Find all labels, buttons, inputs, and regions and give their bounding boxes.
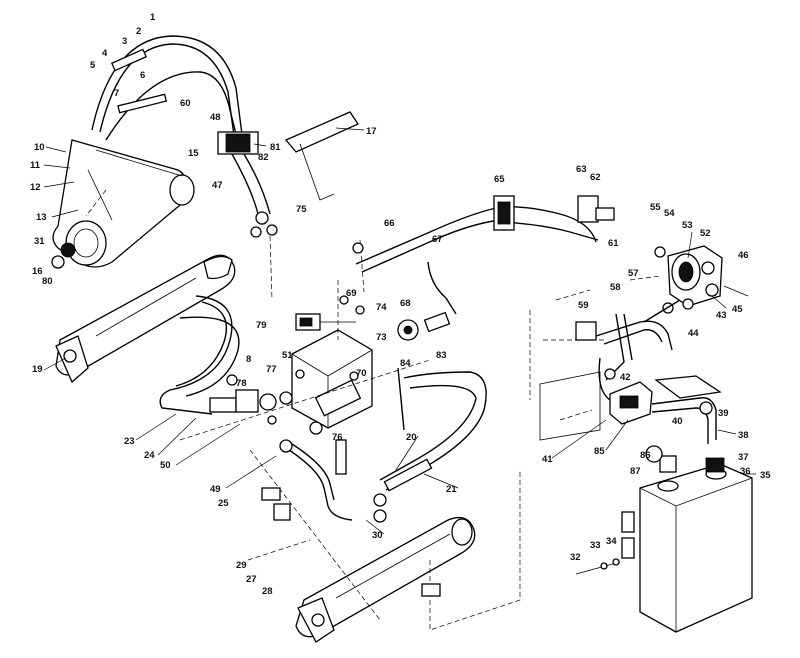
callout-43: 43 [716, 310, 727, 321]
callout-86: 86 [640, 450, 651, 461]
callout-28: 28 [262, 586, 273, 597]
callout-73: 73 [376, 332, 387, 343]
pump-motor [662, 245, 749, 314]
callout-45: 45 [732, 304, 743, 315]
callout-70: 70 [356, 368, 367, 379]
callout-30: 30 [372, 530, 383, 541]
callout-1: 1 [150, 12, 156, 23]
callout-84: 84 [400, 358, 411, 369]
top-hoses [91, 35, 245, 151]
callout-82: 82 [258, 152, 269, 163]
callout-76: 76 [332, 432, 343, 443]
callout-85: 85 [594, 446, 605, 457]
callout-35: 35 [760, 470, 771, 481]
hardware-and-leaders [85, 189, 666, 631]
callout-20: 20 [406, 432, 417, 443]
callout-46: 46 [738, 250, 749, 261]
callout-11: 11 [30, 160, 41, 171]
callout-40: 40 [672, 416, 683, 427]
hose-bundle-left [159, 295, 293, 415]
callout-41: 41 [542, 454, 553, 465]
callout-44: 44 [688, 328, 699, 339]
control-valve-block [291, 329, 373, 429]
callout-6: 6 [140, 70, 145, 81]
callout-13: 13 [36, 212, 47, 223]
callout-79: 79 [256, 320, 267, 331]
callout-58: 58 [610, 282, 621, 293]
callout-87: 87 [630, 466, 641, 477]
callout-61: 61 [608, 238, 619, 249]
callout-15: 15 [188, 148, 199, 159]
callout-10: 10 [34, 142, 45, 153]
callout-49: 49 [210, 484, 221, 495]
callout-12: 12 [30, 182, 41, 193]
callout-3: 3 [122, 36, 127, 47]
boom-cylinder-lower [295, 516, 476, 643]
callout-80: 80 [42, 276, 53, 287]
callout-7: 7 [114, 88, 119, 99]
callout-39: 39 [718, 408, 729, 419]
callout-74: 74 [376, 302, 387, 313]
callout-75: 75 [296, 204, 307, 215]
boom-cylinder-left [55, 254, 236, 384]
callout-17: 17 [366, 126, 377, 137]
callout-48: 48 [210, 112, 221, 123]
callout-83: 83 [436, 350, 447, 361]
callout-53: 53 [682, 220, 693, 231]
callout-77: 77 [266, 364, 277, 375]
callout-62: 62 [590, 172, 601, 183]
callout-42: 42 [620, 372, 631, 383]
callout-47: 47 [212, 180, 223, 191]
callout-24: 24 [144, 450, 155, 461]
callout-31: 31 [34, 236, 45, 247]
callout-65: 65 [494, 174, 505, 185]
hydraulic-tank [575, 455, 753, 633]
callout-16: 16 [32, 266, 43, 277]
callout-2: 2 [136, 26, 141, 37]
callout-69: 69 [346, 288, 357, 299]
callout-67: 67 [432, 234, 443, 245]
hoses-20-21 [379, 367, 487, 492]
callout-66: 66 [384, 218, 395, 229]
callout-52: 52 [700, 228, 711, 239]
callout-21: 21 [446, 484, 457, 495]
callout-25: 25 [218, 498, 229, 509]
bracket-top-center [217, 131, 278, 238]
hose-assy-right [575, 298, 694, 381]
callout-23: 23 [124, 436, 135, 447]
valve-assy-right [539, 357, 722, 444]
callout-37: 37 [738, 452, 749, 463]
callout-38: 38 [738, 430, 749, 441]
callout-55: 55 [650, 202, 661, 213]
callout-78: 78 [236, 378, 247, 389]
callout-54: 54 [664, 208, 675, 219]
hoses-66-67 [355, 195, 599, 315]
callout-60: 60 [180, 98, 191, 109]
callout-19: 19 [32, 364, 43, 375]
callout-51: 51 [282, 350, 293, 361]
callout-63: 63 [576, 164, 587, 175]
callout-27: 27 [246, 574, 257, 585]
cover-plate [284, 111, 359, 153]
callout-labels: 1 2 3 4 5 6 7 8 10 11 12 13 15 16 17 19 … [30, 12, 771, 597]
callout-81: 81 [270, 142, 281, 153]
callout-34: 34 [606, 536, 617, 547]
callout-36: 36 [740, 466, 751, 477]
callout-50: 50 [160, 460, 171, 471]
hose-center-lower [179, 359, 431, 621]
callout-68: 68 [400, 298, 411, 309]
fittings-68-84 [295, 311, 451, 341]
callout-57: 57 [628, 268, 639, 279]
callout-59: 59 [578, 300, 589, 311]
callout-8: 8 [246, 354, 251, 365]
callout-5: 5 [90, 60, 96, 71]
upper-cylinder [51, 139, 195, 269]
callout-33: 33 [590, 540, 601, 551]
callout-4: 4 [102, 48, 108, 59]
callout-29: 29 [236, 560, 247, 571]
callout-32: 32 [570, 552, 581, 563]
leader-lines [43, 127, 756, 535]
